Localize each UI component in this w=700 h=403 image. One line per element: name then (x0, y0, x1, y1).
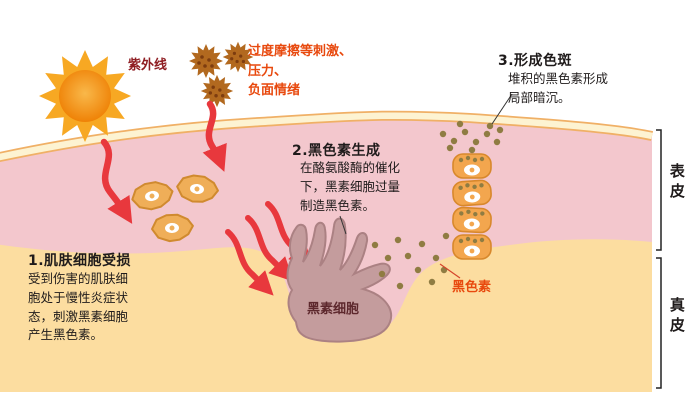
stress-label: 过度摩擦等刺激、 压力、 负面情绪 (248, 44, 353, 98)
step2-body: 在酪氨酸酶的催化 下，黑素细胞过量 制造黑色素。 (300, 160, 401, 213)
stressor-icon (200, 74, 234, 108)
dermis-bracket (656, 257, 662, 389)
uv-label: 紫外线 (128, 58, 168, 73)
step3-body: 堆积的黑色素形成 局部暗沉。 (508, 71, 609, 105)
step2-pointer-line (339, 215, 347, 235)
step3-pointer-line (491, 93, 513, 125)
stress-arrow (202, 100, 227, 172)
keratinocyte-icon (451, 206, 493, 234)
melanin-label: 黑色素 (452, 280, 492, 295)
melanocyte-shape (286, 217, 393, 343)
step1-title: 1.肌肤细胞受损 (28, 253, 132, 269)
dermis-layer (0, 239, 652, 392)
melanocyte-label: 黑素细胞 (307, 302, 360, 317)
step1-body: 受到伤害的肌肤细 胞处于慢性炎症状 态，刺激黑素细胞 产生黑色素。 (28, 271, 129, 343)
skin-surface-line (0, 110, 654, 163)
epidermis-label: 表皮 (669, 162, 685, 200)
pigment-spot-cluster (439, 120, 504, 154)
step2-title: 2.黑色素生成 (292, 143, 381, 159)
uv-arrow (100, 138, 133, 224)
sun-icon (39, 50, 131, 142)
melanin-pointer-line (439, 263, 461, 279)
step3-title: 3.形成色斑 (498, 53, 573, 69)
epidermis-bracket (656, 129, 662, 251)
stressor-icon (189, 44, 223, 78)
keratinocyte-icon (451, 178, 493, 208)
keratinocyte-icon (452, 153, 492, 179)
keratinocyte-icon (452, 234, 492, 260)
stressor-icons (189, 41, 254, 108)
melanin-dots (371, 232, 450, 290)
dermis-label: 真皮 (669, 296, 685, 334)
